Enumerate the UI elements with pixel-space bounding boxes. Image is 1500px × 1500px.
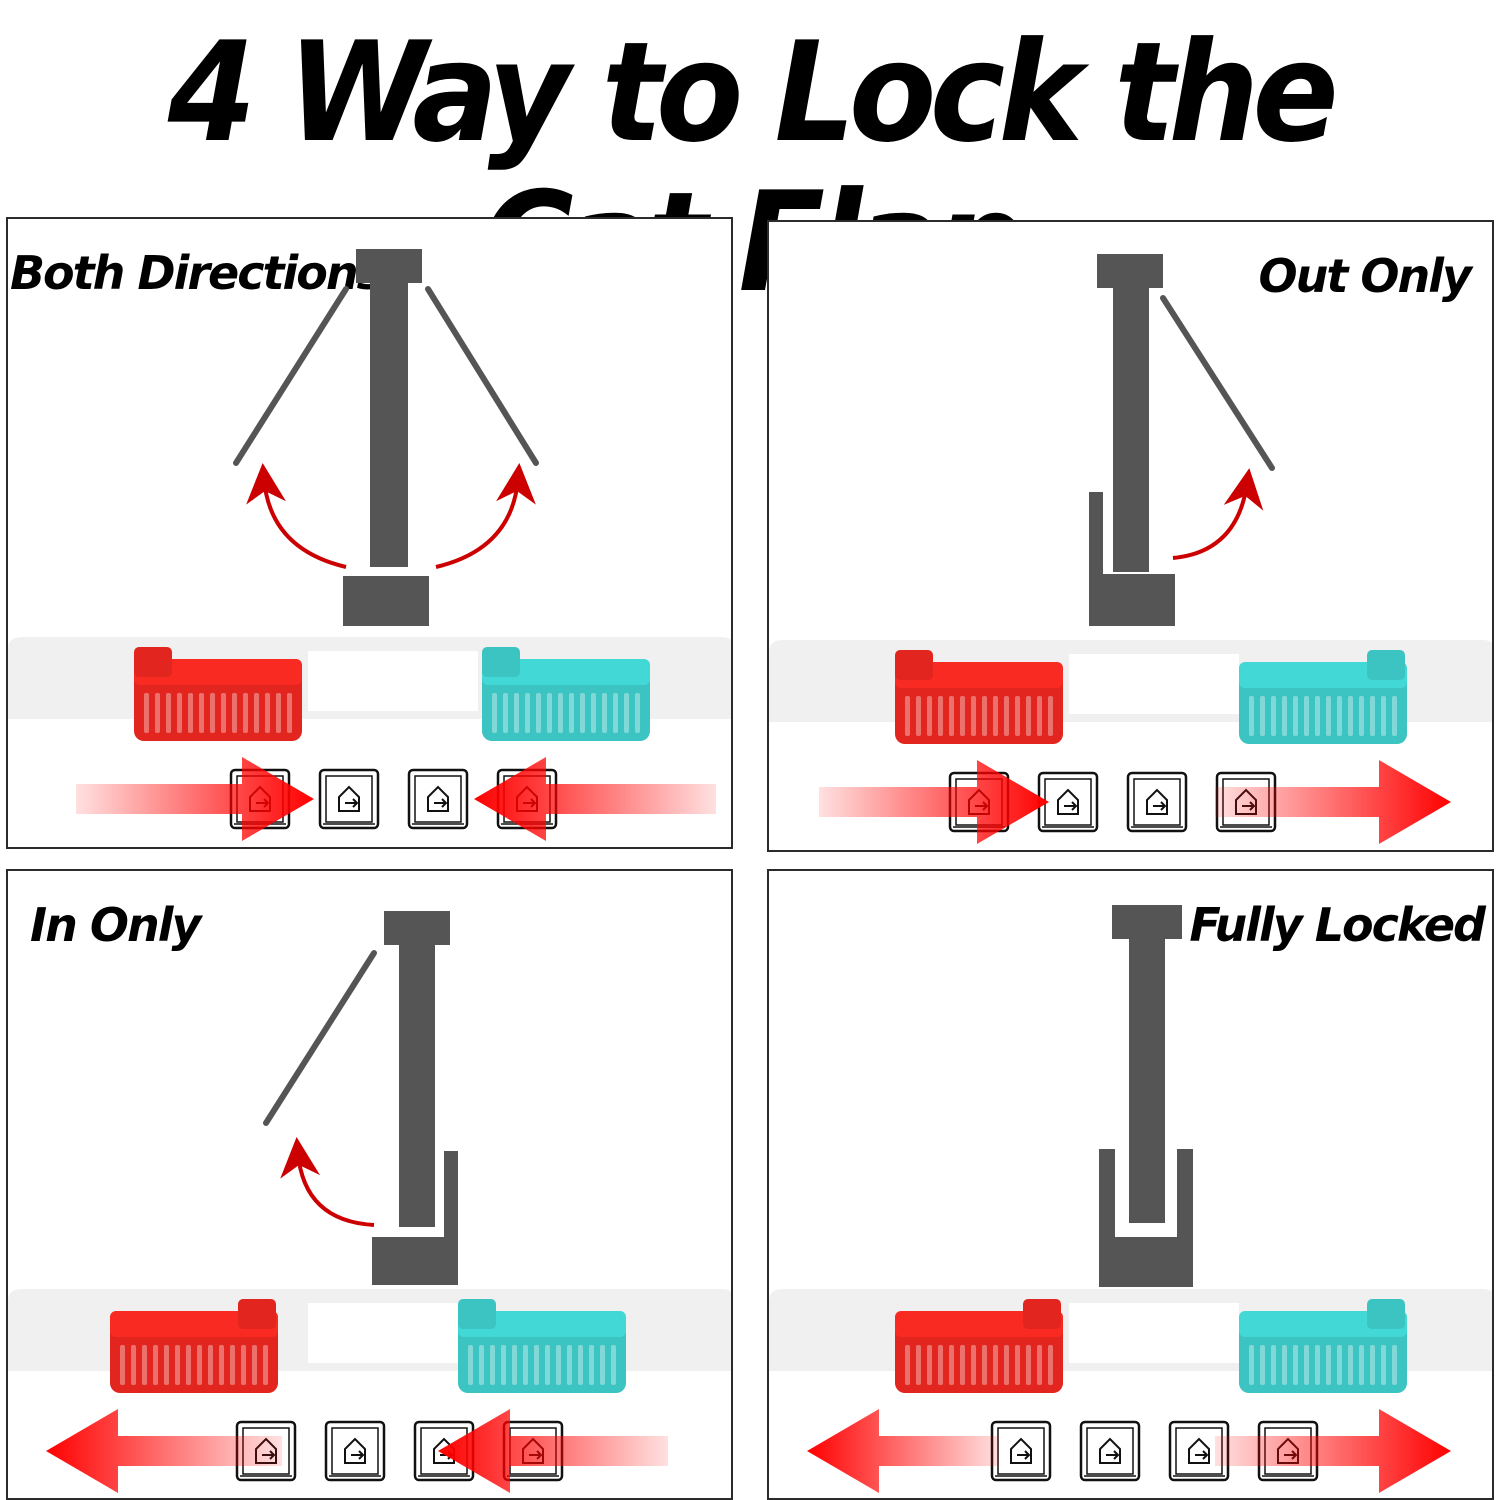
- flap-axle: [1129, 905, 1165, 1223]
- swing-arrow-left: [280, 1137, 375, 1227]
- flap-axle: [399, 911, 435, 1227]
- flap-diagram: [8, 911, 731, 1498]
- direction-arrow-out-left: [807, 1409, 999, 1493]
- direction-arrow-in-left: [819, 760, 1049, 844]
- flap-diagram: [769, 905, 1492, 1498]
- teal-lock-slider: [1239, 1299, 1407, 1393]
- housing-window: [1069, 1303, 1239, 1363]
- panel-label: Out Only: [1258, 249, 1472, 303]
- locked-in-icon: [990, 1420, 1052, 1482]
- flap-axle: [370, 249, 408, 567]
- exit-icon: [1079, 1420, 1141, 1482]
- housing-window: [308, 1303, 478, 1363]
- swing-arrow-right: [1172, 468, 1264, 560]
- housing-window: [308, 651, 478, 711]
- teal-lock-slider: [458, 1299, 626, 1393]
- flap-stop: [1089, 492, 1175, 626]
- panel-both-directions: Both Directions: [6, 217, 733, 849]
- flap-diagram: [769, 254, 1492, 850]
- flap-stop: [372, 1151, 458, 1285]
- red-lock-slider: [110, 1299, 278, 1393]
- panel-label: In Only: [30, 898, 201, 952]
- panel-out-only: Out Only: [767, 220, 1494, 852]
- flap-left: [263, 950, 377, 1126]
- teal-lock-slider: [482, 647, 650, 741]
- flap-axle: [1113, 254, 1149, 572]
- direction-arrow-out-right: [1215, 1409, 1451, 1493]
- exit-icon: [318, 768, 380, 830]
- red-lock-slider: [134, 647, 302, 741]
- teal-lock-slider: [1239, 650, 1407, 744]
- direction-arrow-out-right: [1215, 760, 1451, 844]
- direction-arrow-in-left: [76, 757, 314, 841]
- panel-label: Fully Locked: [1189, 898, 1486, 952]
- direction-arrow-in-right: [474, 757, 716, 841]
- red-lock-slider: [895, 1299, 1063, 1393]
- swing-arrow-right: [435, 463, 536, 569]
- direction-arrow-out-left: [46, 1409, 282, 1493]
- swing-arrow-left: [246, 463, 347, 569]
- flap-diagram: [8, 249, 731, 847]
- housing-window: [1069, 654, 1239, 714]
- exit-icon: [324, 1420, 386, 1482]
- entry-icon: [407, 768, 469, 830]
- flap-left: [233, 286, 349, 466]
- red-lock-slider: [895, 650, 1063, 744]
- page-title: 4 Way to Lock the Cat Flap: [167, 12, 1339, 323]
- flap-stop: [1099, 1149, 1193, 1287]
- panel-fully-locked: Fully Locked: [767, 869, 1494, 1500]
- panel-label: Both Directions: [10, 246, 384, 300]
- flap-base: [343, 576, 429, 626]
- flap-right: [425, 286, 539, 466]
- direction-arrow-in-right: [438, 1409, 668, 1493]
- panel-in-only: In Only: [6, 869, 733, 1500]
- flap-right: [1160, 295, 1275, 471]
- entry-icon: [1126, 771, 1188, 833]
